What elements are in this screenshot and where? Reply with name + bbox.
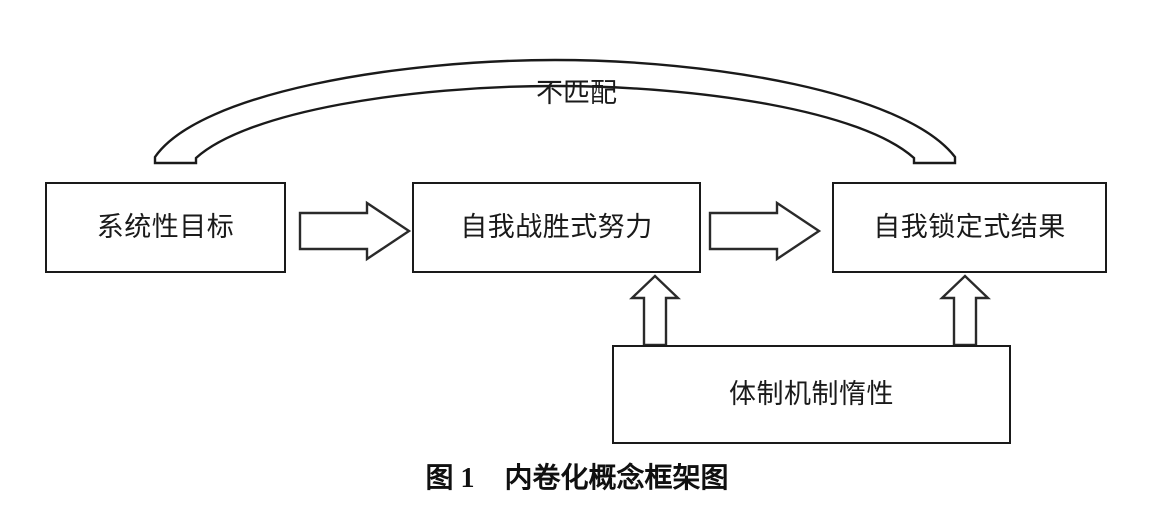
figure-caption: 图 1 内卷化概念框架图 bbox=[0, 462, 1154, 496]
node-self-defeating-effort-label: 自我战胜式努力 bbox=[460, 212, 653, 242]
node-institutional-inertia-label: 体制机制惰性 bbox=[729, 379, 894, 409]
node-self-locking-result-label: 自我锁定式结果 bbox=[873, 212, 1066, 242]
block-arrow-inertia-to-effort bbox=[629, 274, 681, 347]
block-arrow-effort-to-result bbox=[708, 200, 822, 262]
node-systemic-goal[interactable]: 系统性目标 bbox=[45, 182, 286, 273]
node-self-defeating-effort[interactable]: 自我战胜式努力 bbox=[412, 182, 701, 273]
block-arrow-inertia-to-result bbox=[939, 274, 991, 347]
figure-caption-title: 内卷化概念框架图 bbox=[504, 463, 729, 494]
node-institutional-inertia[interactable]: 体制机制惰性 bbox=[612, 345, 1011, 444]
node-self-locking-result[interactable]: 自我锁定式结果 bbox=[832, 182, 1107, 273]
block-arrow-goal-to-effort bbox=[298, 200, 412, 262]
curved-band-connector bbox=[153, 58, 957, 165]
figure-caption-prefix: 图 1 bbox=[425, 463, 475, 494]
node-systemic-goal-label: 系统性目标 bbox=[96, 212, 235, 242]
